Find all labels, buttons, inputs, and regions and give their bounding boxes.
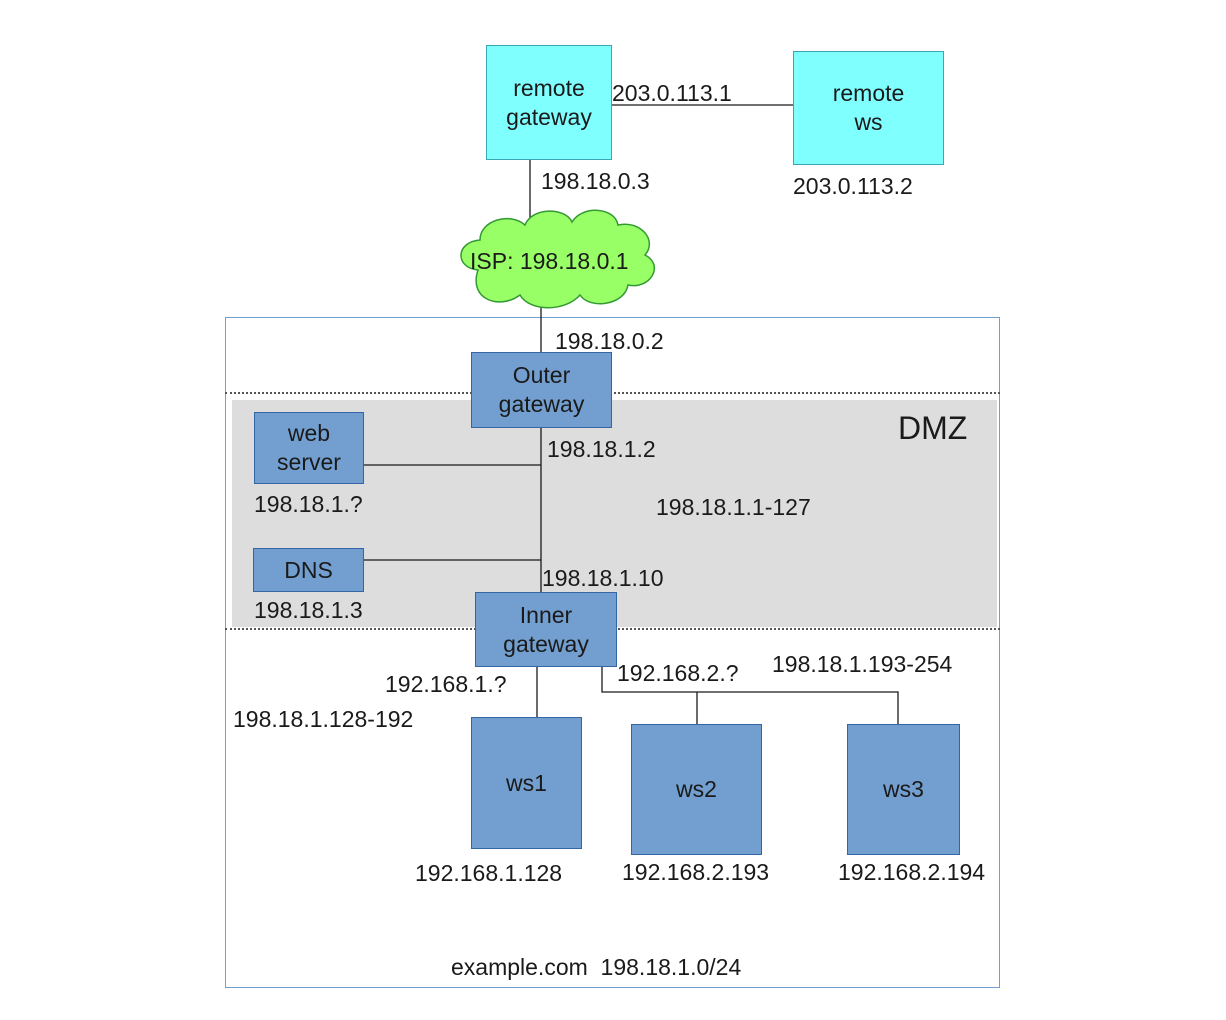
remote-ws-ip-label: 203.0.113.2: [793, 173, 913, 199]
remote-gateway-node: remote gateway: [486, 45, 612, 160]
outer-gateway-node: Outer gateway: [471, 352, 612, 428]
inner-gateway-to-ws2-ws3-link: [601, 667, 899, 724]
inner-net2-gateway-ip-label: 192.168.2.?: [617, 660, 739, 686]
outer-gateway-outside-ip-label: 198.18.0.2: [555, 328, 664, 354]
remote-gateway-ip-label: 198.18.0.3: [541, 168, 650, 194]
dns-ip-label: 198.18.1.3: [254, 597, 363, 623]
ws1-node: ws1: [471, 717, 582, 849]
inner-gateway-node: Inner gateway: [475, 592, 617, 667]
ws3-ip-label: 192.168.2.194: [838, 859, 986, 885]
remote-link-ip-label: 203.0.113.1: [612, 80, 732, 106]
domain-network-label: example.com 198.18.1.0/24: [451, 954, 742, 980]
isp-cloud-label: ISP: 198.18.0.1: [470, 248, 629, 274]
dmz-upper-boundary: [225, 392, 1000, 394]
remote-ws-node: remote ws: [793, 51, 944, 165]
dmz-title: DMZ: [898, 410, 968, 446]
web-server-ip-label: 198.18.1.?: [254, 491, 363, 517]
inner-gateway-dmz-ip-label: 198.18.1.10: [542, 565, 664, 591]
ws1-ip-label: 192.168.1.128: [415, 860, 563, 886]
inner-net1-gateway-ip-label: 192.168.1.?: [385, 671, 507, 697]
ws2-node: ws2: [631, 724, 762, 855]
isp-cloud-shape: [460, 209, 656, 309]
outer-gateway-dmz-ip-label: 198.18.1.2: [547, 436, 656, 462]
web-server-node: web server: [254, 412, 364, 484]
ws2-ip-label: 192.168.2.193: [622, 859, 770, 885]
dmz-range-label: 198.18.1.1-127: [656, 494, 811, 520]
dns-server-node: DNS: [253, 548, 364, 592]
inner-net1-range-label: 198.18.1.128-192: [233, 706, 414, 732]
ws3-node: ws3: [847, 724, 960, 855]
inner-net2-range-label: 198.18.1.193-254: [772, 651, 953, 677]
